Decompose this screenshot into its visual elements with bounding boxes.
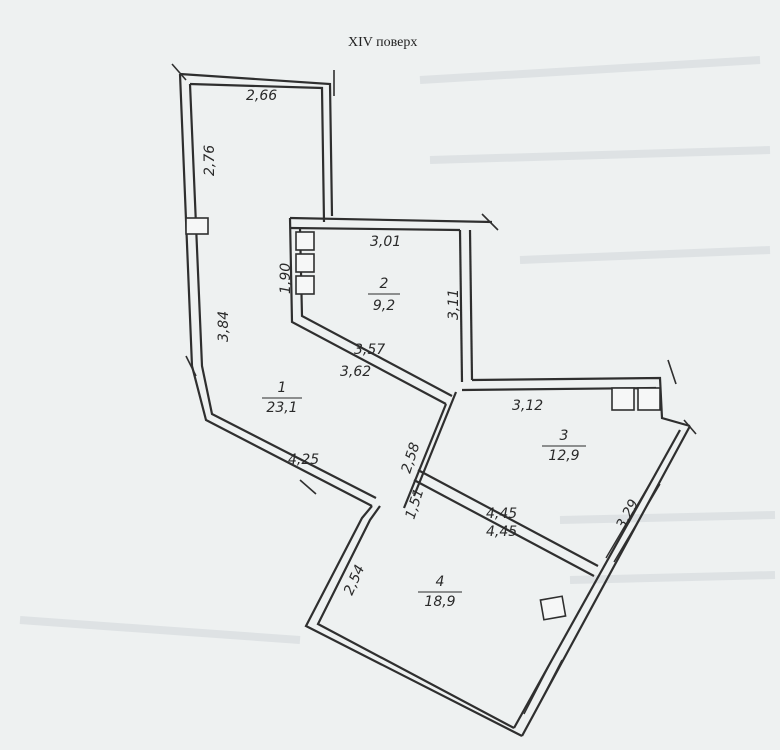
svg-text:4: 4	[436, 574, 445, 590]
dim-room3-top: 3,12	[512, 398, 543, 414]
room-3-label: 3 12,9	[542, 428, 586, 464]
dim-room2-diag: 3,57	[354, 342, 385, 358]
column-block-left	[185, 217, 209, 235]
room-4-label: 4 18,9	[418, 574, 462, 610]
dim-room4-diag: 4,45	[486, 524, 517, 540]
dim-room2-left: 1,90	[278, 263, 294, 294]
svg-text:9,2: 9,2	[373, 298, 395, 314]
dim-room2-top: 3,01	[370, 234, 401, 250]
dim-room3-diag: 4,45	[486, 506, 517, 522]
dim-room4-upper-left: 1,51	[403, 487, 428, 522]
svg-text:12,9: 12,9	[548, 448, 579, 464]
vent-shaft-6	[539, 595, 567, 621]
svg-text:2: 2	[380, 276, 389, 292]
dim-top-width: 2,66	[246, 88, 277, 104]
dim-left-lower: 3,84	[216, 311, 232, 342]
background-texture	[19, 56, 776, 644]
vent-shaft-3	[295, 275, 315, 295]
dimension-ticks	[171, 63, 697, 495]
room-1-label: 1 23,1	[262, 380, 302, 416]
vent-shaft-1	[295, 231, 315, 251]
dim-room1-bottom: 4,25	[288, 452, 319, 468]
fixtures	[185, 217, 661, 621]
vent-shaft-4	[611, 387, 635, 411]
room-2-label: 2 9,2	[368, 276, 400, 314]
dim-room2-right: 3,11	[446, 289, 462, 320]
svg-text:1: 1	[278, 380, 287, 396]
dim-room1-diag: 3,62	[340, 364, 371, 380]
floor-title: XIV поверх	[348, 35, 417, 50]
svg-text:23,1: 23,1	[266, 400, 297, 416]
vent-shaft-5	[637, 387, 661, 411]
svg-text:18,9: 18,9	[424, 594, 455, 610]
vent-shaft-2	[295, 253, 315, 273]
dim-left-upper: 2,76	[202, 145, 218, 176]
svg-text:3: 3	[560, 428, 569, 444]
